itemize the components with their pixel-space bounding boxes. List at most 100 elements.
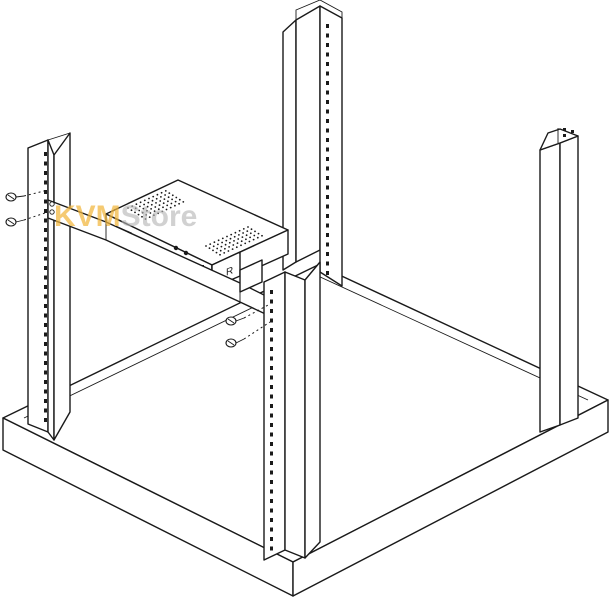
vent-hole: [257, 232, 260, 235]
mount-hole: [44, 237, 47, 242]
vent-hole: [208, 247, 211, 250]
vent-hole: [174, 204, 176, 207]
mount-hole: [44, 304, 47, 308]
mount-hole: [270, 518, 273, 522]
vent-hole: [139, 201, 142, 204]
vent-hole: [249, 236, 252, 239]
mount-hole: [326, 52, 329, 57]
mount-hole: [44, 332, 47, 337]
vent-hole: [224, 243, 227, 246]
vent-hole: [254, 230, 256, 233]
vent-hole: [238, 234, 240, 236]
vent-hole: [228, 241, 231, 244]
vent-hole: [170, 202, 173, 205]
vent-hole: [236, 242, 239, 245]
mount-hole: [270, 375, 273, 380]
mount-hole: [44, 247, 47, 251]
vent-hole: [158, 204, 161, 207]
vent-hole: [242, 228, 245, 230]
vent-hole: [249, 232, 252, 235]
device-side-label: R: [226, 265, 233, 278]
mount-hole: [270, 290, 273, 294]
vent-hole: [166, 204, 169, 207]
screw-icon: [225, 303, 271, 326]
vent-hole: [154, 206, 157, 208]
mount-hole: [270, 480, 273, 484]
mount-hole: [326, 71, 329, 76]
vent-hole: [162, 202, 165, 205]
vent-grille-top: [127, 190, 185, 220]
vent-hole: [261, 234, 263, 237]
vent-hole: [245, 238, 247, 241]
watermark-part-2: Store: [121, 200, 198, 233]
vent-hole: [219, 249, 222, 252]
vent-hole: [250, 228, 253, 231]
vent-hole: [139, 205, 141, 208]
mount-hole: [326, 128, 329, 133]
rack-post-front-left: [27, 132, 71, 441]
mount-hole: [44, 266, 47, 270]
mount-hole: [270, 356, 273, 361]
vent-hole: [150, 208, 153, 210]
vent-hole: [232, 244, 235, 246]
vent-hole: [162, 206, 164, 209]
mount-hole: [326, 252, 329, 256]
mount-hole: [270, 470, 273, 475]
vent-hole: [155, 202, 157, 204]
vent-hole: [131, 205, 134, 208]
mount-hole: [44, 418, 47, 422]
vent-hole: [163, 198, 166, 201]
vent-hole: [221, 237, 224, 240]
mount-hole: [326, 100, 329, 104]
vent-hole: [134, 211, 136, 214]
mount-hole: [44, 380, 47, 384]
vent-hole: [135, 203, 138, 206]
mount-hole: [326, 90, 329, 95]
vent-hole: [149, 212, 152, 214]
mount-hole: [326, 138, 329, 142]
vent-hole: [169, 206, 172, 209]
mount-hole: [44, 152, 47, 156]
vent-hole: [143, 203, 146, 206]
vent-hole: [167, 196, 170, 199]
vent-hole: [144, 218, 147, 220]
vent-hole: [237, 238, 240, 240]
vent-hole: [231, 248, 234, 251]
vent-hole: [230, 233, 233, 236]
mount-hole: [270, 451, 273, 456]
mount-hole: [326, 24, 329, 28]
mount-hole: [44, 408, 47, 413]
vent-hole: [145, 214, 148, 216]
vent-hole: [164, 190, 167, 192]
mount-hole: [270, 442, 273, 446]
screw-icon: [5, 211, 49, 227]
mount-hole: [44, 294, 47, 299]
mount-hole: [270, 489, 273, 494]
vent-hole: [171, 198, 174, 201]
mount-hole: [326, 119, 329, 123]
vent-hole: [240, 240, 243, 243]
vent-hole: [143, 199, 146, 202]
mount-hole: [326, 33, 329, 38]
vent-hole: [174, 200, 177, 203]
mount-hole: [270, 366, 273, 370]
vent-hole: [253, 234, 256, 237]
mount-hole: [270, 337, 273, 342]
vent-hole: [216, 247, 219, 250]
vent-hole: [213, 241, 216, 244]
svg-text:KVMStore: KVMStore: [54, 200, 197, 233]
mount-hole: [44, 180, 47, 185]
mount-hole: [326, 157, 329, 161]
vent-hole: [215, 251, 218, 254]
vent-hole: [152, 195, 155, 198]
vent-hole: [178, 202, 181, 205]
mount-hole: [270, 394, 273, 399]
mount-hole: [44, 313, 47, 318]
mount-hole: [44, 190, 47, 194]
vent-hole: [138, 209, 141, 212]
mount-hole: [44, 323, 47, 327]
mount-hole: [326, 109, 329, 114]
mount-hole: [44, 171, 47, 175]
mount-hole: [326, 214, 329, 218]
